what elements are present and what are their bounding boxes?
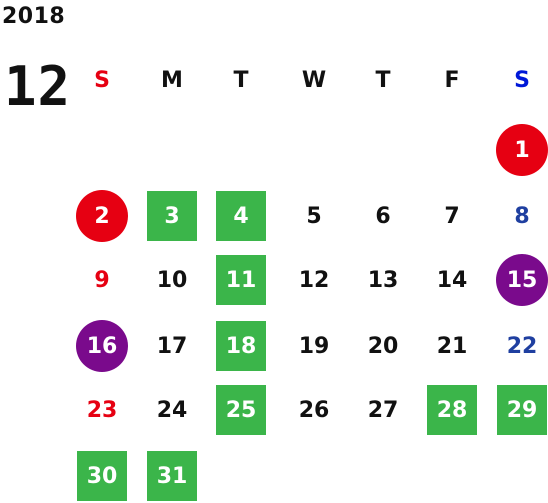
weekday-5: F <box>444 68 460 93</box>
weekday-1: M <box>161 68 183 93</box>
day-cell-27[interactable]: 27 <box>367 397 399 423</box>
day-cell-4[interactable]: 4 <box>216 191 266 241</box>
day-cell-13[interactable]: 13 <box>367 267 399 293</box>
day-cell-10[interactable]: 10 <box>156 267 188 293</box>
weekday-2: T <box>233 68 249 93</box>
day-cell-3[interactable]: 3 <box>147 191 197 241</box>
day-cell-5[interactable]: 5 <box>306 203 322 229</box>
day-cell-17[interactable]: 17 <box>156 333 188 359</box>
day-cell-16[interactable]: 16 <box>76 320 128 372</box>
day-cell-12[interactable]: 12 <box>298 267 330 293</box>
weekday-6: S <box>514 68 530 93</box>
day-cell-26[interactable]: 26 <box>298 397 330 423</box>
day-cell-8[interactable]: 8 <box>514 203 530 229</box>
day-cell-22[interactable]: 22 <box>506 333 538 359</box>
weekday-0: S <box>94 68 110 93</box>
month-number: 12 <box>4 55 72 118</box>
day-cell-21[interactable]: 21 <box>436 333 468 359</box>
day-cell-28[interactable]: 28 <box>427 385 477 435</box>
day-cell-18[interactable]: 18 <box>216 321 266 371</box>
day-cell-6[interactable]: 6 <box>375 203 391 229</box>
day-cell-15[interactable]: 15 <box>496 254 548 306</box>
day-cell-20[interactable]: 20 <box>367 333 399 359</box>
day-cell-2[interactable]: 2 <box>76 190 128 242</box>
weekday-4: T <box>375 68 391 93</box>
day-cell-31[interactable]: 31 <box>147 451 197 501</box>
day-cell-14[interactable]: 14 <box>436 267 468 293</box>
day-cell-9[interactable]: 9 <box>94 267 110 293</box>
day-cell-1[interactable]: 1 <box>496 124 548 176</box>
day-cell-29[interactable]: 29 <box>497 385 547 435</box>
day-cell-19[interactable]: 19 <box>298 333 330 359</box>
year-label: 2018 <box>2 4 66 29</box>
day-cell-11[interactable]: 11 <box>216 255 266 305</box>
day-cell-7[interactable]: 7 <box>444 203 460 229</box>
day-cell-25[interactable]: 25 <box>216 385 266 435</box>
day-cell-23[interactable]: 23 <box>86 397 118 423</box>
day-cell-30[interactable]: 30 <box>77 451 127 501</box>
weekday-3: W <box>301 68 327 93</box>
day-cell-24[interactable]: 24 <box>156 397 188 423</box>
